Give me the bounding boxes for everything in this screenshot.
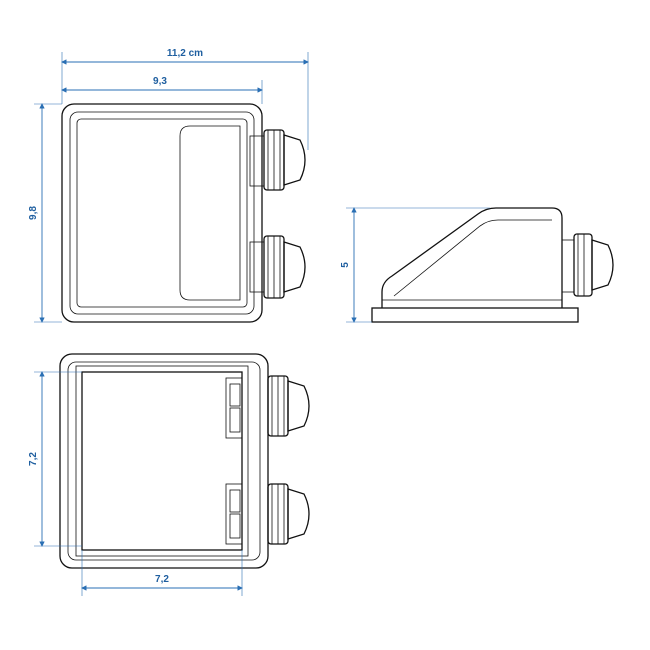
- front-lid-panel: [76, 118, 248, 308]
- dim-label-bottom-height: 7,2: [28, 452, 39, 466]
- dim-label-front-height: 9,8: [28, 206, 39, 220]
- bottom-cable-gland-top: [267, 375, 310, 437]
- front-lid-recess: [179, 125, 241, 301]
- front-cable-gland-top: [249, 129, 306, 191]
- front-housing-outer: [61, 103, 263, 323]
- bottom-connector-bottom: [225, 483, 243, 545]
- bottom-housing-outer: [59, 353, 269, 569]
- bottom-connector-top: [225, 377, 243, 439]
- side-body-inner: [393, 219, 552, 297]
- dim-label-body-width: 9,3: [153, 76, 167, 87]
- side-body-outer: [381, 207, 563, 308]
- front-cable-gland-bottom: [249, 235, 306, 299]
- bottom-cable-gland-bottom: [267, 483, 310, 545]
- side-base-plate: [371, 307, 579, 323]
- side-view: 5: [340, 207, 614, 323]
- dim-label-total-width: 11,2 cm: [167, 48, 203, 59]
- side-cable-gland: [561, 233, 614, 297]
- front-housing-inner: [69, 111, 255, 315]
- bottom-inner-frame: [81, 371, 243, 551]
- front-view: 11,2 cm 9,3 9,8: [28, 48, 309, 323]
- bottom-view: 7,2 7,2: [28, 353, 310, 596]
- dim-label-bottom-width: 7,2: [155, 574, 169, 585]
- dim-label-side-height: 5: [340, 262, 351, 268]
